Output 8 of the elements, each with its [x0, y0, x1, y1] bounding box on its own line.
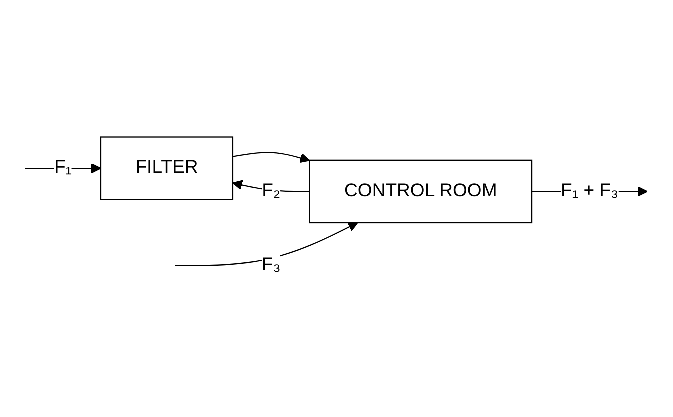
arrow	[232, 152, 310, 164]
edge-label: F₂	[262, 181, 281, 201]
node-box: FILTER	[100, 136, 234, 200]
node-box: CONTROL ROOM	[309, 160, 533, 224]
edge-label: F₃	[262, 255, 281, 276]
edge-label: F₁	[54, 158, 72, 178]
edge-label: F₁ + F₃	[560, 181, 619, 201]
arrow	[175, 222, 358, 266]
